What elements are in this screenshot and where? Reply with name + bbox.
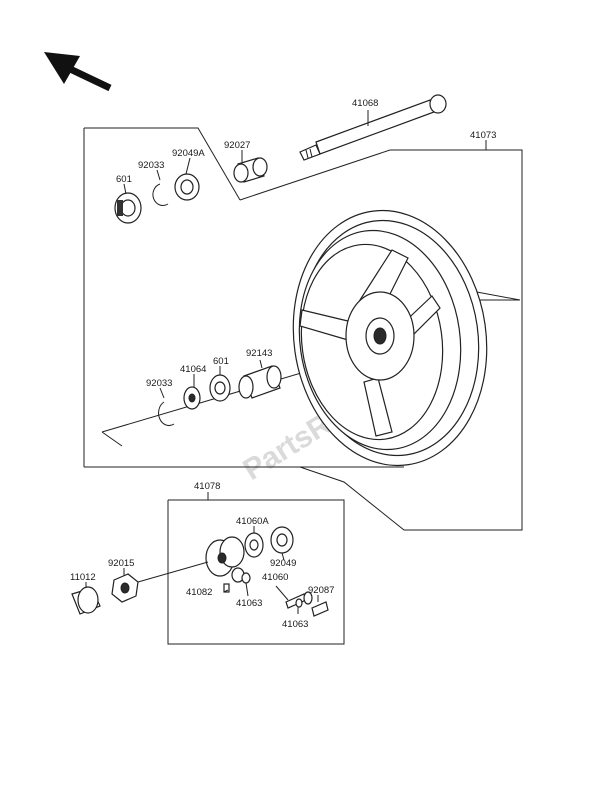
spacer-92143: [238, 365, 282, 399]
label-41082: 41082: [186, 587, 212, 598]
label-601-lower: 601: [213, 356, 229, 367]
label-92049: 92049: [270, 558, 296, 569]
label-41060a: 41060A: [236, 516, 269, 527]
label-11012: 11012: [70, 572, 96, 583]
label-92087: 92087: [308, 585, 334, 596]
label-41073: 41073: [470, 130, 496, 141]
label-41060: 41060: [262, 572, 288, 583]
pin-41082: [223, 583, 230, 593]
circlip-upper: [152, 183, 169, 207]
axle: [299, 94, 447, 161]
washer-41063b: [295, 598, 303, 608]
seal-92049a: [174, 173, 200, 201]
label-92033-upper: 92033: [138, 160, 164, 171]
label-41063-right: 41063: [282, 619, 308, 630]
gear-41060a: [244, 532, 264, 558]
label-92143: 92143: [246, 348, 272, 359]
axle-nut: [111, 573, 139, 603]
part-labels: 41068 41073 92027 92049A 92033 601 92143…: [70, 98, 496, 630]
label-41063-left: 41063: [236, 598, 262, 609]
front-wheel: [292, 209, 488, 467]
bearing-upper: [114, 192, 142, 224]
gear-box-frame: [167, 492, 345, 645]
label-92033-lower: 92033: [146, 378, 172, 389]
washer-41063a: [241, 572, 251, 584]
axle-cap: [71, 586, 101, 615]
collar: [233, 157, 268, 183]
seal-92049: [270, 526, 294, 554]
label-41064: 41064: [180, 364, 206, 375]
bearing-lower: [209, 374, 231, 402]
leader-lines: [85, 110, 487, 614]
label-92027: 92027: [224, 140, 250, 151]
label-601-upper: 601: [116, 174, 132, 185]
label-41068: 41068: [352, 98, 378, 109]
label-92049a: 92049A: [172, 148, 205, 159]
bushing-92087: [311, 601, 329, 617]
direction-arrow-icon: [44, 52, 112, 92]
gear-housing: [205, 536, 245, 583]
label-92015: 92015: [108, 558, 134, 569]
spacer-41064: [183, 386, 201, 410]
label-41078: 41078: [194, 481, 220, 492]
circlip-lower: [158, 401, 175, 427]
